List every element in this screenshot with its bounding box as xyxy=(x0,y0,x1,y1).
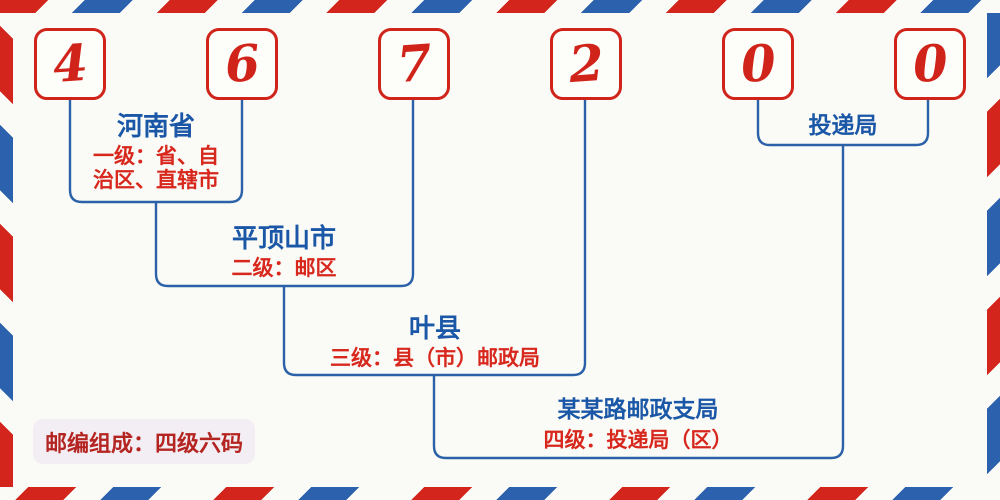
level-4-description: 四级：投递局（区） xyxy=(543,429,733,452)
airmail-border-left xyxy=(0,13,13,487)
digit-box-6: 0 xyxy=(894,28,966,100)
digit-4: 2 xyxy=(566,32,606,95)
level-2-region-name: 平顶山市 xyxy=(231,224,337,253)
digit-box-2: 6 xyxy=(206,28,278,100)
digit-box-5: 0 xyxy=(722,28,794,100)
bracket-level-5 xyxy=(756,100,930,147)
digit-3: 7 xyxy=(394,32,434,95)
digit-6: 0 xyxy=(910,32,950,95)
level-4-region-name: 某某路邮政支局 xyxy=(557,397,719,422)
airmail-border-right xyxy=(987,13,1000,487)
digit-box-3: 7 xyxy=(378,28,450,100)
digit-5: 0 xyxy=(738,32,778,95)
level-1-region-name: 河南省 xyxy=(116,112,196,141)
digit-box-4: 2 xyxy=(550,28,622,100)
digit-box-1: 4 xyxy=(34,28,106,100)
postal-code-composition-label: 邮编组成：四级六码 xyxy=(44,430,243,456)
level-5-delivery-office-label: 投递局 xyxy=(808,113,878,138)
postal-code-composition-badge: 邮编组成：四级六码 xyxy=(33,419,255,464)
digit-1: 4 xyxy=(50,32,90,95)
level-2-description: 二级：邮区 xyxy=(231,257,337,280)
level-3-region-name: 叶县 xyxy=(408,314,462,343)
airmail-border-bottom xyxy=(0,487,1000,500)
level-3-description: 三级：县（市）邮政局 xyxy=(330,347,540,370)
digit-2: 6 xyxy=(222,32,262,95)
bracket-level-4 xyxy=(432,145,845,460)
level-1-description-line-2: 治区、直辖市 xyxy=(93,169,219,192)
airmail-border-top xyxy=(0,0,1000,13)
level-1-description-line-1: 一级：省、自 xyxy=(93,145,219,168)
